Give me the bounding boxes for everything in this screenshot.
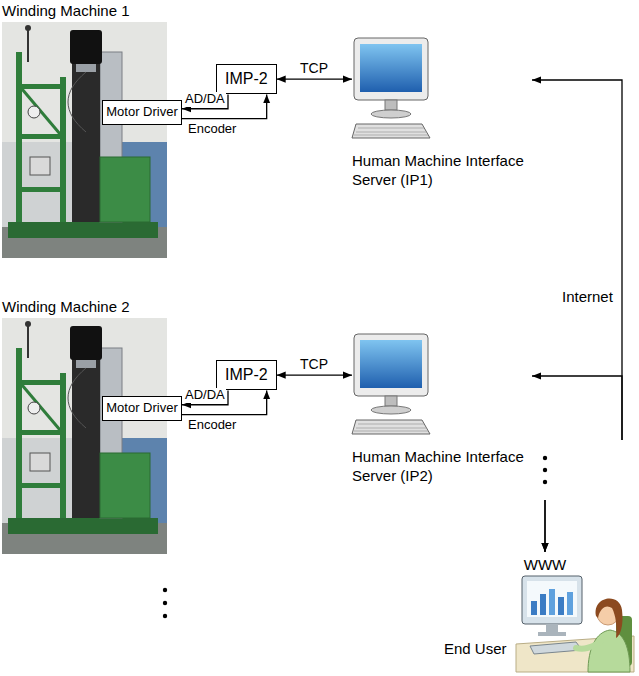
end-user-figure-part [527, 581, 577, 617]
machine-photo-figure [2, 318, 167, 554]
signal-label: AD/DA [184, 92, 226, 107]
end-user-figure-part [549, 589, 555, 615]
machine-heading: Winding Machine 2 [2, 298, 167, 316]
continuation-dots [543, 456, 547, 484]
end-user-figure-part [522, 576, 582, 624]
continuation-dots-part [163, 588, 167, 592]
signal-label: AD/DA [184, 388, 226, 403]
node-label: IMP-2 [225, 70, 268, 88]
node-label: Motor Driver [105, 401, 179, 416]
network-label: Internet [561, 288, 614, 305]
signal-line [277, 375, 352, 376]
network-link [532, 80, 622, 552]
node-label: Human Machine Interface Server (IP1) [352, 152, 532, 190]
continuation-dots-part [543, 480, 547, 484]
computer-icon [352, 38, 430, 138]
end-user-figure-part [531, 601, 537, 615]
continuation-dots-part [543, 468, 547, 472]
end-user-figure-part [576, 642, 600, 649]
network-link [532, 376, 622, 552]
end-user-figure-part [538, 632, 566, 636]
continuation-dots-part [163, 614, 167, 618]
node-label: Motor Driver [105, 105, 179, 120]
continuation-dots [163, 588, 167, 618]
signal-label: Encoder [187, 418, 237, 433]
end-user: WWW End User [440, 552, 636, 674]
signal-label: TCP [299, 60, 329, 76]
hmi-server: Human Machine Interface Server (IP1) [352, 38, 532, 190]
node-label: End User [444, 640, 639, 658]
signal-label: Encoder [187, 122, 237, 137]
driver-box: Motor Driver [102, 100, 182, 125]
node-label: IMP-2 [225, 366, 268, 384]
end-user-figure-part [596, 599, 623, 638]
end-user-figure [516, 576, 634, 672]
controller-box: IMP-2 [216, 64, 277, 94]
end-user-figure-part [558, 597, 564, 615]
hmi-server: Human Machine Interface Server (IP2) [352, 334, 532, 486]
machine-photo: Winding Machine 1Motor Driver [2, 2, 167, 260]
continuation-dots-part [163, 601, 167, 605]
end-user-figure-part [540, 594, 546, 615]
node-label: WWW [522, 556, 568, 574]
driver-box: Motor Driver [102, 396, 182, 421]
signal-line [277, 79, 352, 80]
end-user-figure-part [546, 624, 558, 632]
machine-heading: Winding Machine 1 [2, 2, 167, 20]
controller-box: IMP-2 [216, 360, 277, 390]
machine-photo: Winding Machine 2Motor Driver [2, 298, 167, 556]
node-label: Human Machine Interface Server (IP2) [352, 448, 532, 486]
machine-photo-figure [2, 22, 167, 258]
computer-icon [352, 334, 430, 434]
continuation-dots-part [543, 456, 547, 460]
end-user-figure-part [567, 592, 573, 615]
connector-group [182, 79, 622, 552]
end-user-figure-part [588, 630, 630, 672]
signal-label: TCP [299, 356, 329, 372]
